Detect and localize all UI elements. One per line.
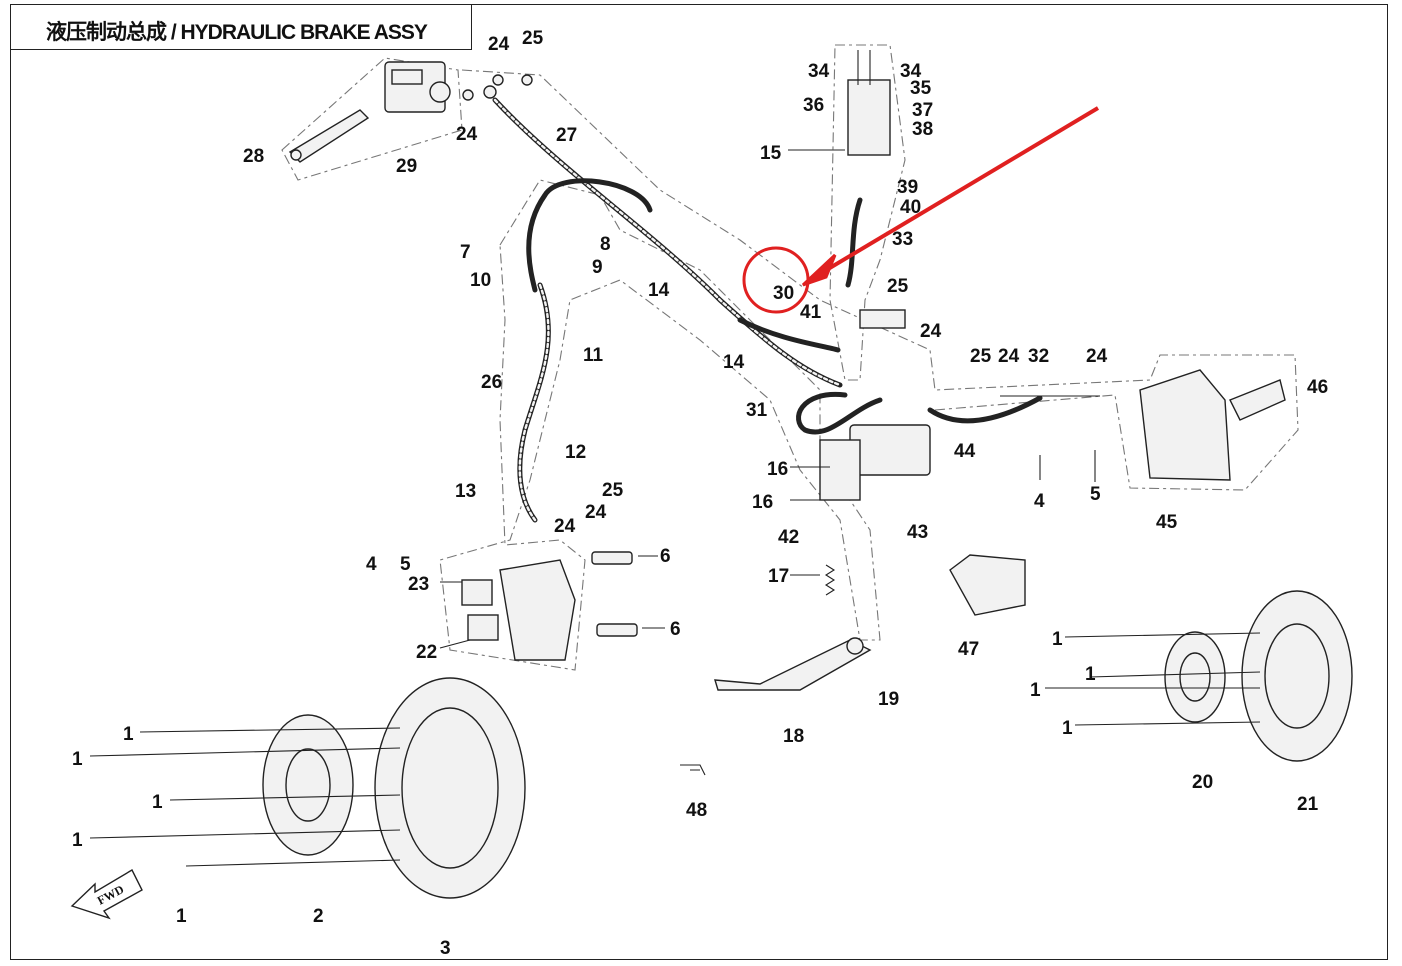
callout: 24: [920, 321, 942, 342]
callout: 33: [892, 229, 913, 250]
callout: 43: [907, 522, 928, 543]
callout: 22: [416, 642, 437, 663]
brake-pedal: [714, 637, 872, 691]
callout: 16: [767, 459, 788, 480]
callout: 1: [72, 830, 83, 851]
callout: 26: [481, 372, 502, 393]
callout: 8: [600, 234, 611, 255]
callout: 11: [583, 345, 604, 366]
master-cylinder-assembly: [288, 61, 533, 163]
callout: 13: [455, 481, 476, 502]
drawing-frame: [10, 4, 1388, 960]
front-caliper: [461, 551, 638, 661]
callout: 24: [1086, 346, 1108, 367]
callout: 1: [152, 792, 163, 813]
callout: 34: [808, 61, 830, 82]
callout: 23: [408, 574, 429, 595]
callout: 46: [1307, 377, 1328, 398]
callout: 40: [900, 197, 921, 218]
callout: 1: [176, 906, 187, 927]
callout: 31: [746, 400, 768, 421]
callout: 24: [488, 34, 510, 55]
callout: 47: [958, 639, 979, 660]
callout: 6: [660, 546, 671, 567]
callout: 39: [897, 177, 918, 198]
callout: 30: [773, 283, 794, 304]
callout: 45: [1156, 512, 1178, 533]
callout: 6: [670, 619, 681, 640]
callout: 21: [1297, 794, 1319, 815]
front-tone-ring: [262, 714, 354, 856]
callout: 48: [686, 800, 707, 821]
callout: 9: [592, 257, 603, 278]
callout: 17: [768, 566, 789, 587]
callout: 15: [760, 143, 782, 164]
callout: 24: [456, 124, 478, 145]
bracket: [949, 554, 1026, 616]
callout: 38: [912, 119, 933, 140]
callout: 1: [1085, 664, 1096, 685]
title-block: 液压制动总成 / HYDRAULIC BRAKE ASSY: [10, 4, 472, 50]
callout: 12: [565, 442, 586, 463]
highlight-annotation: [742, 106, 1100, 314]
callout: 37: [912, 100, 933, 121]
callout: 3: [440, 938, 451, 959]
callout: 28: [243, 146, 264, 167]
callout: 1: [72, 749, 83, 770]
callout: 36: [803, 95, 824, 116]
brake-hoses: [492, 97, 1043, 523]
callout: 5: [400, 554, 411, 575]
callout: 2: [313, 906, 324, 927]
callout: 35: [910, 78, 932, 99]
callout: 24: [998, 346, 1020, 367]
callout: 25: [522, 28, 544, 49]
callout: 41: [800, 302, 822, 323]
callout: 1: [1062, 718, 1073, 739]
callout: 44: [954, 441, 976, 462]
abs-modulator: [819, 50, 931, 501]
spring: [824, 564, 836, 596]
callout: 14: [648, 280, 670, 301]
callout: 1: [1052, 629, 1063, 650]
front-disc: [374, 677, 526, 899]
callout: 18: [783, 726, 804, 747]
callout: 1: [1030, 680, 1041, 701]
callout: 24: [585, 502, 607, 523]
callout: 4: [1034, 491, 1045, 512]
callout: 42: [778, 527, 799, 548]
callout: 25: [602, 480, 624, 501]
callout: 10: [470, 270, 491, 291]
callout: 29: [396, 156, 417, 177]
clip: [680, 764, 706, 776]
page-title: 液压制动总成 / HYDRAULIC BRAKE ASSY: [46, 21, 428, 44]
callout-labels: 1 1 1 1 1 1 1 1 1 2 3 4 4 5 5 6 6 7 8 9 …: [72, 28, 1328, 959]
callout: 1: [123, 724, 134, 745]
callout: 7: [460, 242, 471, 263]
callout: 25: [970, 346, 992, 367]
callout: 14: [723, 352, 745, 373]
callout: 5: [1090, 484, 1101, 505]
fwd-arrow: FWD: [70, 869, 143, 920]
callout: 32: [1028, 346, 1049, 367]
callout: 16: [752, 492, 773, 513]
leader-lines: [89, 149, 1261, 867]
callout: 34: [900, 61, 922, 82]
callout: 24: [554, 516, 576, 537]
callout: 20: [1192, 772, 1213, 793]
callout: 27: [556, 125, 577, 146]
callout: 4: [366, 554, 377, 575]
rear-caliper: [1139, 369, 1286, 481]
callout: 25: [887, 276, 909, 297]
group-outlines: [281, 44, 1299, 671]
rear-disc: [1164, 590, 1353, 762]
callout: 19: [878, 689, 899, 710]
